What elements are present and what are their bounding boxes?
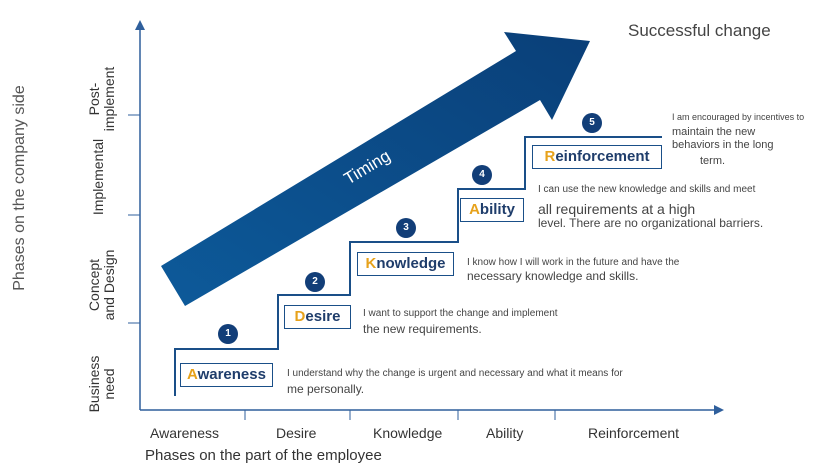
x-label-desire: Desire — [276, 425, 317, 441]
x-label-awareness: Awareness — [150, 425, 220, 441]
stage-box-ability: Ability — [460, 198, 524, 222]
stage-number-badge: 3 — [396, 218, 416, 238]
stage-description-awareness: I understand why the change is urgent an… — [287, 368, 623, 396]
x-axis-arrowhead — [714, 405, 724, 415]
stage-initial: K — [365, 255, 377, 272]
stage-name-rest: einforcement — [555, 148, 650, 165]
stage-box-reinforcement: Reinforcement — [532, 145, 662, 169]
stage-initial: D — [294, 308, 306, 325]
x-axis-title: Phases on the part of the employee — [145, 447, 382, 464]
stage-number-badge: 1 — [218, 324, 238, 344]
stage-initial: A — [469, 201, 480, 218]
stage-name-rest: esire — [305, 308, 341, 325]
y-axis-title: Phases on the company side — [11, 85, 28, 291]
stage-number-badge: 2 — [305, 272, 325, 292]
stage-box-knowledge: Knowledge — [357, 252, 454, 276]
stage-box-desire: Desire — [284, 305, 351, 329]
stage-description-knowledge: I know how I will work in the future and… — [467, 257, 680, 283]
stage-description-reinforcement: I am encouraged by incentives to maintai… — [672, 112, 805, 167]
x-label-ability: Ability — [486, 425, 524, 441]
stage-description-ability: I can use the new knowledge and skills a… — [538, 184, 764, 230]
stage-name-rest: nowledge — [376, 255, 446, 272]
stage-name-rest: wareness — [197, 366, 266, 383]
y-phase-implemental: Implemental — [90, 138, 106, 216]
stage-number-badge: 5 — [582, 113, 602, 133]
x-label-reinforcement: Reinforcement — [588, 425, 680, 441]
stage-box-awareness: Awareness — [180, 363, 273, 387]
y-phase-post-implement: Post-implement — [86, 66, 117, 132]
stage-description-desire: I want to support the change and impleme… — [363, 308, 558, 336]
successful-change-label: Successful change — [628, 21, 771, 40]
stage-initial: A — [187, 366, 198, 383]
timing-arrow — [161, 32, 590, 306]
stage-number-badge: 4 — [472, 165, 492, 185]
stage-initial: R — [544, 148, 556, 165]
y-axis-arrowhead — [135, 20, 145, 30]
stage-name-rest: bility — [479, 201, 515, 218]
x-label-knowledge: Knowledge — [373, 425, 443, 441]
stair-steps — [174, 136, 662, 396]
